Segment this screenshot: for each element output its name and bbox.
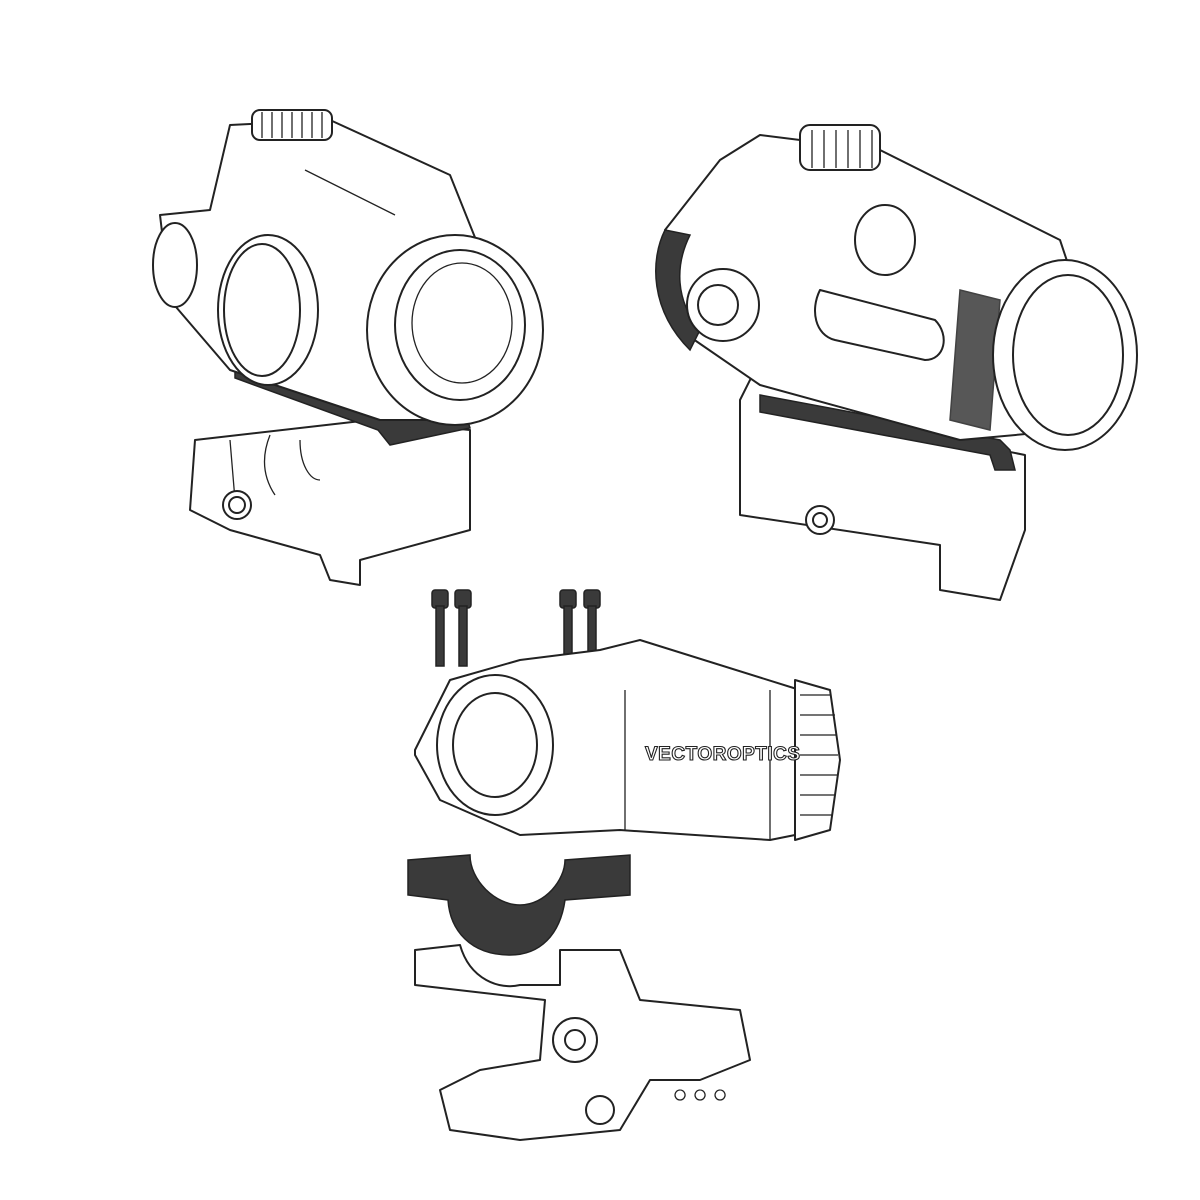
red-dot-sight-large	[655, 124, 1138, 601]
brand-logo: VECTOROPTICS	[645, 744, 801, 765]
red-dot-sight-compact	[152, 109, 544, 586]
mount-screws	[431, 589, 601, 667]
magnifier-exploded-mount: VECTOROPTICS	[407, 589, 841, 1141]
